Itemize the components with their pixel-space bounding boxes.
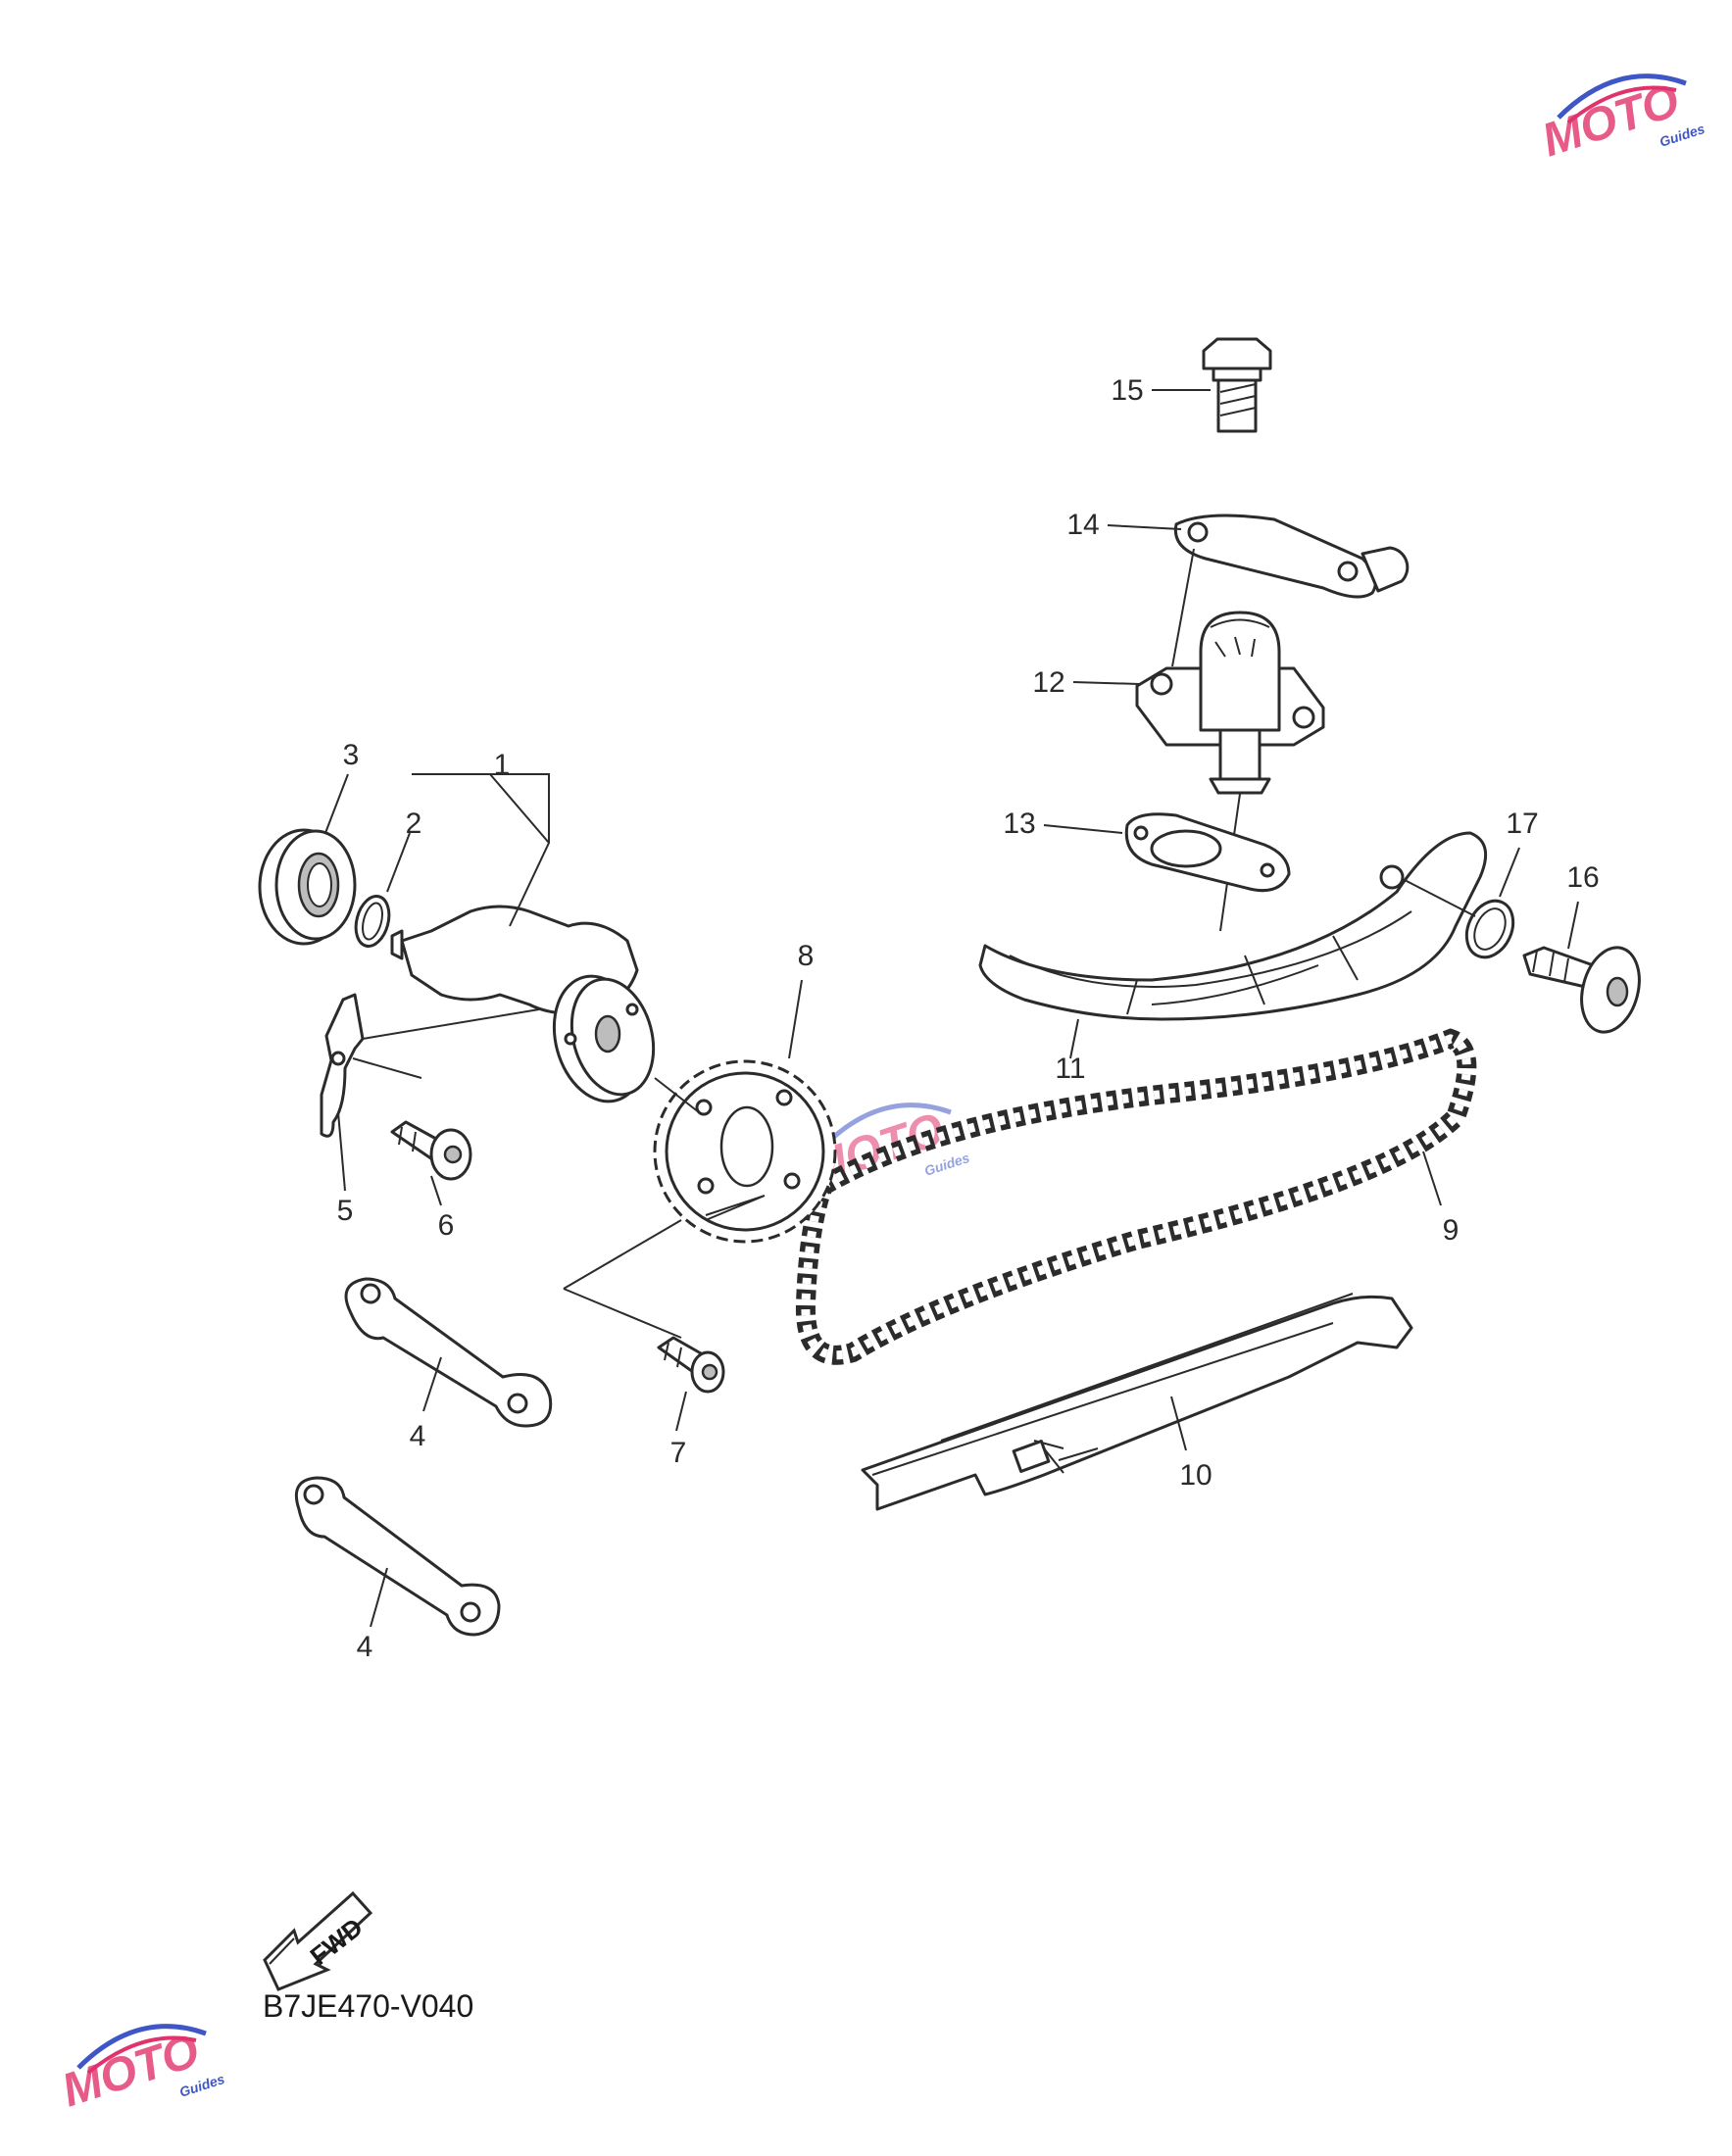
part-3-bearing [258,773,357,946]
label-part-16: 16 [1566,861,1599,894]
watermark-logo-top: MOTO Guides [1536,74,1707,168]
part-5-decompression-lever [320,993,540,1192]
label-part-4-upper: 4 [410,1420,426,1452]
part-15-flange-bolt [1152,337,1272,433]
label-part-8: 8 [798,940,815,972]
svg-text:MOTO: MOTO [56,2025,205,2118]
svg-text:MOTO: MOTO [1536,74,1685,168]
diagram-code: B7JE470-V040 [263,1988,473,2024]
label-part-10: 10 [1179,1459,1212,1492]
label-part-1: 1 [494,749,511,781]
label-part-4-lower: 4 [357,1631,373,1663]
part-number-labels: 1 2 3 4 4 5 6 7 8 9 10 11 12 13 14 15 16… [337,374,1600,1663]
label-part-2: 2 [406,808,422,840]
label-part-9: 9 [1443,1214,1460,1247]
label-part-3: 3 [343,739,360,771]
part-16-pivot-bolt [1522,901,1641,1034]
part-10-chain-guide [861,1293,1413,1511]
label-part-7: 7 [670,1437,687,1469]
part-2-o-ring [354,832,411,948]
part-17-o-ring [1404,847,1520,959]
label-part-14: 14 [1066,509,1099,541]
fwd-arrow-icon: FWD [263,1890,373,1991]
label-part-17: 17 [1506,808,1538,840]
part-12-chain-tensioner [1072,611,1325,932]
part-8-cam-sprocket [563,979,837,1339]
part-9-cam-chain [795,1028,1477,1365]
label-part-12: 12 [1032,666,1064,699]
part-14-gasket [1107,514,1410,667]
label-part-6: 6 [438,1209,455,1242]
part-7-bolt [657,1336,725,1432]
label-part-5: 5 [337,1195,354,1227]
label-part-15: 15 [1111,374,1143,407]
part-4-plate-upper [344,1277,553,1428]
part-1-camshaft [390,773,700,1113]
part-11-tensioner-guide [978,831,1488,1059]
part-4-plate-lower [294,1476,501,1637]
part-6-bolt [390,1120,472,1206]
label-part-13: 13 [1003,808,1035,840]
label-part-11: 11 [1055,1053,1085,1085]
watermark-logo-bottom: MOTO Guides [56,2024,226,2118]
part-13-gasket [1043,812,1291,893]
